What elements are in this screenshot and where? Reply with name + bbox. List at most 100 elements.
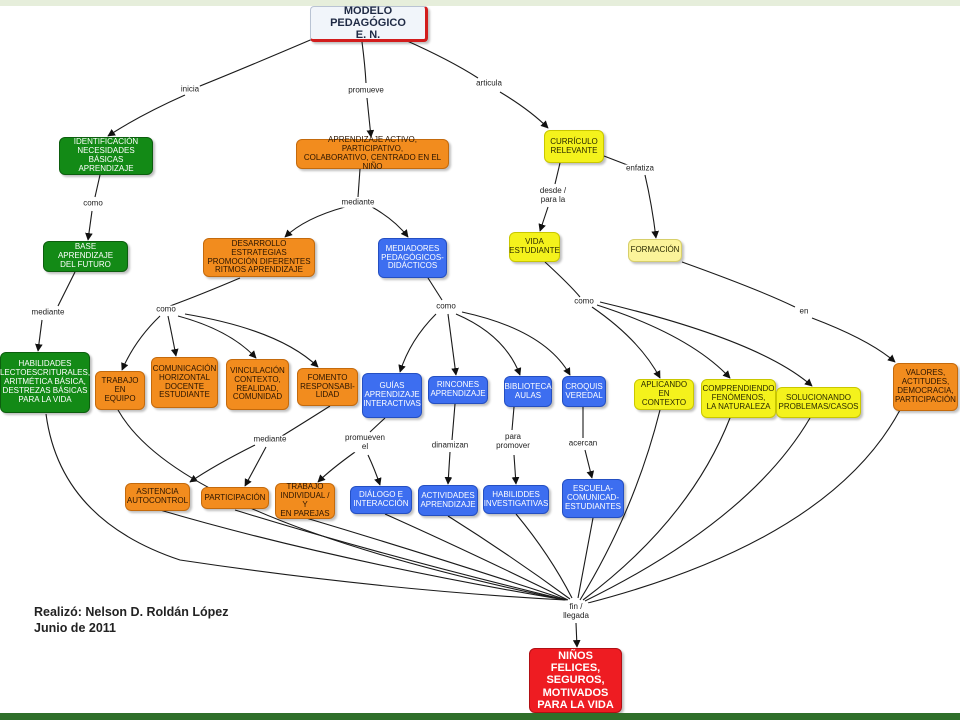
node-dialogo-interaccion: DIÁLOGO E INTERACCIÓN <box>350 486 412 514</box>
edge-desarrollo-como <box>169 277 241 307</box>
edge-como-comprendiendo <box>596 304 731 379</box>
node-curriculo-relevante: CURRÍCULO RELEVANTE <box>544 130 604 163</box>
link-label-como-2: como <box>155 304 177 315</box>
edge-articula-curriculo <box>499 91 549 129</box>
node-desarrollo-estrategias: DESARROLLO ESTRATEGIAS PROMOCIÓN DIFEREN… <box>203 238 315 277</box>
node-identificacion: IDENTIFICACIÓN NECESIDADES BÁSICAS APREN… <box>59 137 153 175</box>
node-comunicacion-horizontal: COMUNICACIÓN HORIZONTAL DOCENTE ESTUDIAN… <box>151 357 218 408</box>
node-vida-estudiante: VIDA ESTUDIANTE <box>509 232 560 262</box>
edge-curriculo-enfatiza <box>603 155 631 167</box>
node-escuela-comunidad: ESCUELA- COMUNICAD- ESTUDIANTES <box>562 479 624 518</box>
link-label-como-1: como <box>82 198 104 209</box>
node-habilidades-investigativas: HABILIDDES INVESTIGATIVAS <box>483 485 549 514</box>
edge-trabajo-equipo-fin <box>117 409 566 601</box>
edge-asistencia-fin <box>159 509 566 601</box>
edge-comprendiendo-fin <box>582 417 731 601</box>
edge-vida-como <box>544 261 581 298</box>
node-trabajo-equipo: TRABAJO EN EQUIPO <box>95 371 145 410</box>
link-label-desde-para: desde / para la <box>538 186 568 205</box>
link-label-articula: articula <box>475 78 503 89</box>
edge-biblioteca-para <box>511 406 515 431</box>
title-line-2: E. N. <box>355 29 381 42</box>
edge-participacion-fin <box>234 509 567 601</box>
edge-como-croquis <box>461 311 571 376</box>
node-rincones-aprendizaje: RINCONES APRENDIZAJE <box>428 376 488 404</box>
edge-como-trabajo <box>121 315 161 371</box>
edge-desde-vida <box>538 206 549 232</box>
edge-dialogo-fin <box>384 513 569 601</box>
edge-aprendizaje-mediante <box>357 168 361 198</box>
edge-como-guias <box>398 313 437 373</box>
edge-identificacion-como <box>94 174 101 198</box>
edge-curriculo-desde <box>554 162 561 185</box>
title-node: MODELO PEDAGÓGICO E. N. <box>310 4 428 42</box>
edge-promueve-aprendizaje <box>366 97 375 138</box>
node-biblioteca-aulas: BIBLIOTECA AULAS <box>504 376 552 407</box>
link-label-promueve: promueve <box>347 85 385 96</box>
edge-en-valores <box>811 317 896 363</box>
link-label-como-4: como <box>573 296 595 307</box>
node-croquis-veredal: CROQUIS VEREDAL <box>562 376 606 407</box>
edge-como-aplicando <box>591 306 661 379</box>
edge-como-base <box>85 210 93 241</box>
node-ninos-felices: NIÑOS FELICES, SEGUROS, MOTIVADOS PARA L… <box>529 648 622 713</box>
node-base-aprendizaje: BASE APRENDIZAJE DEL FUTURO <box>43 241 128 272</box>
node-comprendiendo-fenomenos: COMPRENDIENDO FENÓMENOS, LA NATURALEZA <box>701 379 776 418</box>
edge-formacion-en <box>681 261 796 308</box>
edge-trabajo-individual-fin <box>305 517 568 601</box>
edge-guias-promueven <box>369 417 386 433</box>
edge-title-inicia <box>194 37 316 89</box>
edge-fin-ninos <box>572 622 581 648</box>
node-solucionando-problemas: SOLUCIONANDO PROBLEMAS/CASOS <box>776 387 861 418</box>
bottom-band <box>0 713 960 720</box>
node-valores-actitudes: VALORES, ACTITUDES, DEMOCRACIA, PARTICIP… <box>893 363 958 411</box>
edge-como-solucionando <box>599 301 813 387</box>
node-asistencia-autocontrol: ASITENCIA AUTOCONTROL <box>125 483 190 511</box>
edge-actividades-fin <box>447 515 571 600</box>
edge-promueven-trabajo-individual <box>317 451 356 483</box>
node-aplicando-contexto: APLICANDO EN CONTEXTO <box>634 379 694 410</box>
edge-como-fomento <box>184 313 319 368</box>
edge-acercan-escuela <box>584 449 595 479</box>
edge-title-articula <box>404 39 479 79</box>
link-label-en: en <box>798 306 810 317</box>
edge-promueven-dialogo <box>367 454 382 486</box>
node-mediadores: MEDIADORES PEDAGÓGICOS- DIDÁCTICOS <box>378 238 447 278</box>
link-label-enfatiza: enfatiza <box>624 163 656 174</box>
node-vinculacion-contexto: VINCULACIÓN CONTEXTO, REALIDAD, COMUNIDA… <box>226 359 289 410</box>
author-credit: Realizó: Nelson D. Roldán López Junio de… <box>34 605 228 636</box>
edge-aplicando-fin <box>579 409 661 601</box>
edge-habilidades-fin <box>45 413 566 601</box>
link-label-mediante-1: mediante <box>30 307 66 318</box>
link-label-como-3: como <box>435 301 457 312</box>
edge-para-habilidades <box>511 454 520 485</box>
link-label-dinamizan: dinamizan <box>430 440 470 451</box>
node-formacion: FORMACIÓN <box>628 239 682 262</box>
edge-rincones-dinamizan <box>451 403 456 441</box>
edge-inicia-identificacion <box>107 94 186 137</box>
edge-mediadores-como <box>427 277 443 301</box>
edge-mediante-mediadores <box>371 206 409 238</box>
link-label-acercan: acercan <box>567 438 599 449</box>
node-guias-aprendizaje: GUÍAS APRENDIZAJE INTERACTIVAS <box>362 373 422 418</box>
link-label-mediante-3: mediante <box>252 434 288 445</box>
edge-base-mediante <box>57 271 76 307</box>
node-actividades-aprendizaje: ACTIVIDADES APRENDIZAJE <box>418 485 478 516</box>
edge-dinamizan-actividades <box>444 451 453 485</box>
node-fomento-responsabilidad: FOMENTO RESPONSABI- LIDAD <box>297 368 358 406</box>
link-label-fin-llegada: fin / llegada <box>562 602 590 621</box>
edge-mediante-participacion <box>244 446 267 487</box>
edge-mediante-habilidades <box>35 319 43 352</box>
top-band <box>0 0 960 6</box>
node-trabajo-individual: TRABAJO INDIVIDUAL / Y EN PAREJAS <box>275 482 335 519</box>
edge-como-comunicacion <box>167 315 179 357</box>
edge-como-vinculacion <box>177 315 257 359</box>
title-line-1: MODELO PEDAGÓGICO <box>330 4 406 29</box>
link-label-inicia: inicia <box>179 84 201 95</box>
link-label-promueven-el: promueven el <box>343 433 387 452</box>
edge-como-biblioteca <box>455 313 522 376</box>
edge-valores-fin <box>587 409 901 604</box>
link-label-para-promover: para promover <box>495 432 531 451</box>
link-label-mediante-2: mediante <box>340 197 376 208</box>
